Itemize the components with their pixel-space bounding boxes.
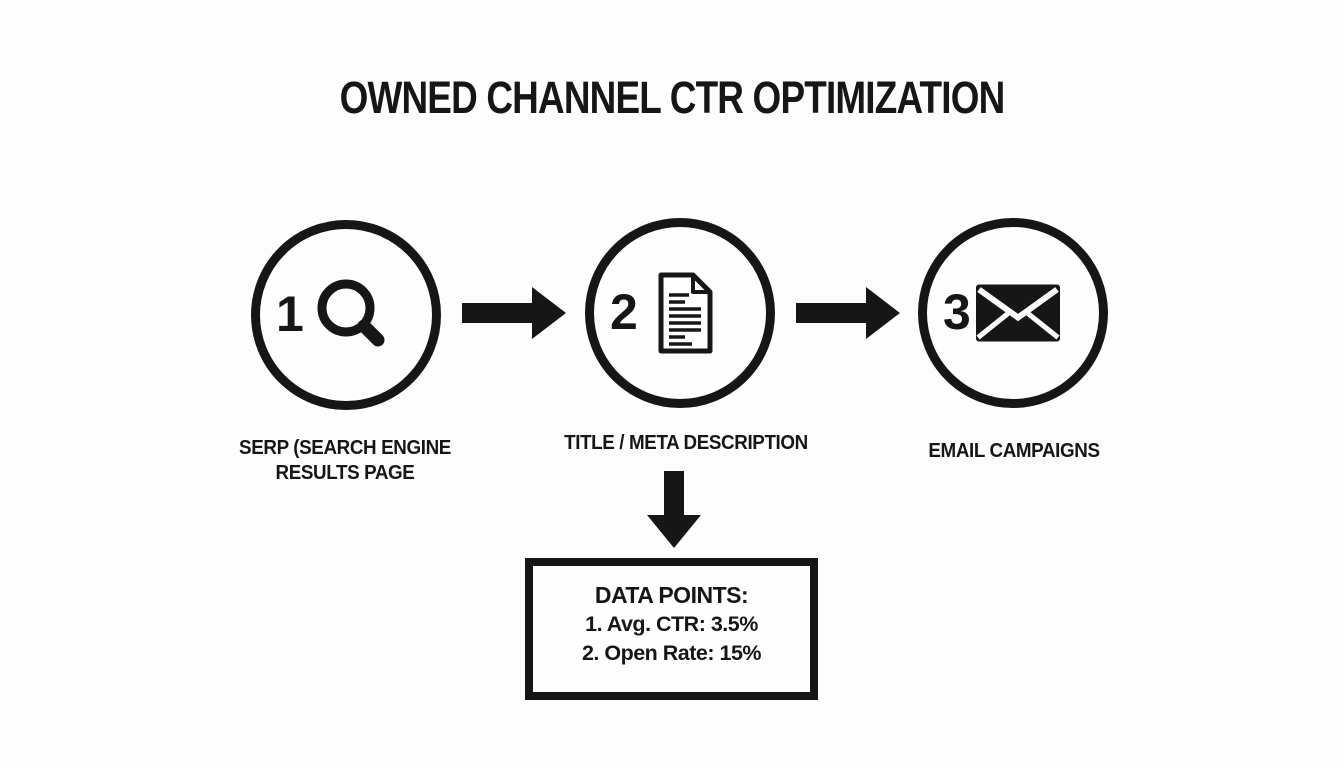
step-number: 2 xyxy=(610,284,638,340)
search-icon xyxy=(315,279,387,351)
arrow-right-icon xyxy=(462,285,568,341)
data-points-box: DATA POINTS: 1. Avg. CTR: 3.5% 2. Open R… xyxy=(525,558,818,700)
arrow-right-icon xyxy=(796,285,902,341)
document-icon xyxy=(654,271,716,355)
step-number: 3 xyxy=(943,284,971,340)
data-point-item: 2. Open Rate: 15% xyxy=(581,641,762,665)
arrow-down-icon xyxy=(646,471,702,549)
email-icon xyxy=(976,284,1061,342)
data-points-heading: DATA POINTS: xyxy=(594,582,749,608)
step-label-email: EMAIL CAMPAIGNS xyxy=(928,440,1100,462)
step-circle-serp: 1 xyxy=(251,220,441,410)
step-number: 1 xyxy=(276,286,304,342)
step-circle-title-meta: 2 xyxy=(585,218,775,408)
diagram-title: OWNED CHANNEL CTR OPTIMIZATION xyxy=(339,72,1006,123)
step-label-serp: SERP (SEARCH ENGINE RESULTS PAGE xyxy=(239,437,451,484)
step-label-title-meta: TITLE / META DESCRIPTION xyxy=(564,432,808,454)
data-point-item: 1. Avg. CTR: 3.5% xyxy=(585,612,758,636)
step-circle-email: 3 xyxy=(918,218,1108,408)
